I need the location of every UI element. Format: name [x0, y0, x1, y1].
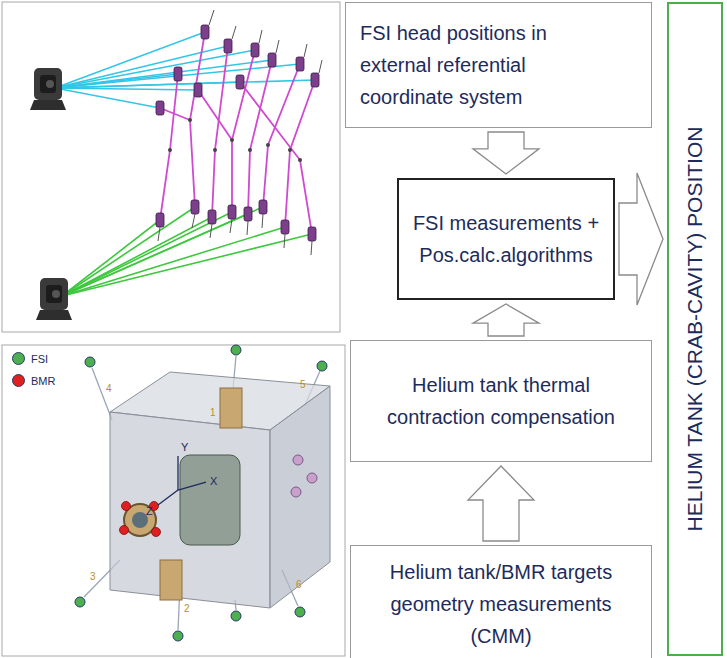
- laser-tracker: [30, 68, 66, 110]
- legend-entry: FSI: [12, 352, 48, 365]
- callout-number: 3: [90, 572, 96, 582]
- figure-frame: [2, 345, 345, 656]
- legend-swatch: [12, 374, 25, 387]
- result-band: HELIUM TANK (CRAB-CAVITY) POSITION: [667, 2, 723, 656]
- callout-number: 6: [296, 580, 302, 590]
- box-text: FSI head positions in external referenti…: [360, 17, 590, 113]
- block-arrow: [473, 132, 539, 174]
- process-box: Helium tank/BMR targets geometry measure…: [350, 545, 652, 658]
- callout-number: 1: [210, 408, 216, 418]
- axis-label: Z: [146, 506, 153, 517]
- axis-label: Y: [181, 442, 188, 453]
- callout-number: 4: [106, 384, 112, 394]
- legend-text: FSI: [31, 353, 48, 365]
- process-box: FSI head positions in external referenti…: [345, 2, 652, 128]
- helium-tank: [75, 345, 330, 641]
- block-arrow: [619, 173, 663, 305]
- axis-label: X: [210, 476, 217, 487]
- block-arrow: [468, 466, 534, 541]
- legend-text: BMR: [31, 375, 55, 387]
- box-text: Helium tank/BMR targets geometry measure…: [376, 556, 626, 652]
- vertical-title: HELIUM TANK (CRAB-CAVITY) POSITION: [682, 127, 707, 532]
- process-box: FSI measurements + Pos.calc.algorithms: [397, 178, 615, 300]
- box-text: Helium tank thermal contraction compensa…: [381, 369, 621, 433]
- figure-frame: [2, 2, 340, 332]
- box-text: FSI measurements + Pos.calc.algorithms: [409, 207, 603, 271]
- callout-number: 5: [300, 380, 306, 390]
- block-arrow: [473, 304, 539, 336]
- fsi-network: [55, 10, 322, 296]
- callout-number: 2: [184, 604, 190, 614]
- legend-entry: BMR: [12, 374, 55, 387]
- legend-swatch: [12, 352, 25, 365]
- laser-tracker: [36, 278, 72, 320]
- process-box: Helium tank thermal contraction compensa…: [350, 340, 652, 462]
